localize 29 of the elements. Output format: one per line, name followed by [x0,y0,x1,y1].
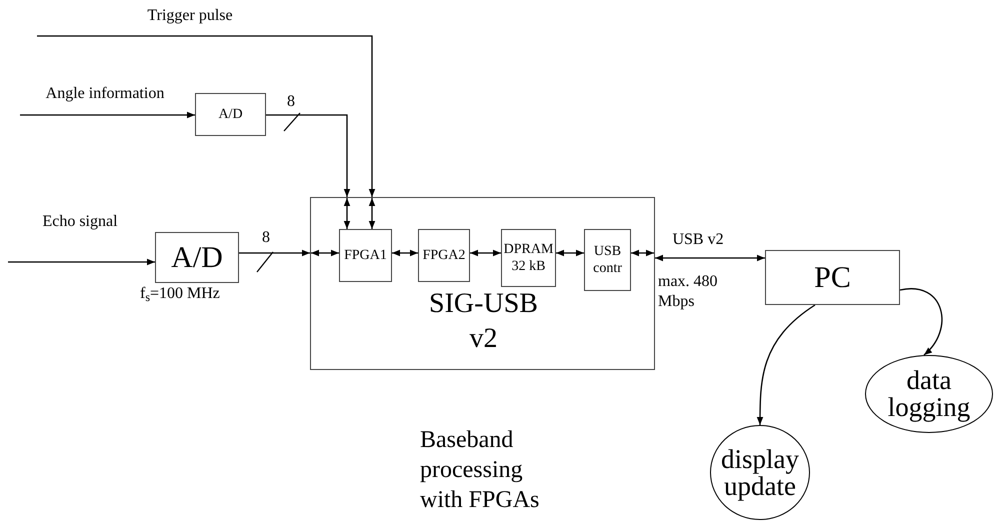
arrow [239,250,310,256]
board-box [310,197,655,370]
arrow [756,304,816,425]
computer-box: PC [765,250,900,305]
task-ellipse: display update [710,425,810,520]
arrow [20,112,195,118]
double-arrow [368,198,376,229]
arrow [8,258,155,266]
double-arrow [556,250,584,256]
caption-text: Baseband processing with FPGAs [420,426,540,515]
double-arrow [392,250,418,256]
board-title: SIG-USB v2 [428,287,539,356]
double-arrow [655,254,765,262]
double-arrow [470,250,501,256]
double-arrow [311,250,339,256]
chip-box: FPGA1 [339,229,392,282]
sampling-rate-text: f$_{s}$=100 MHz [140,284,221,304]
arrow [266,114,350,197]
throughput-text: max. 480 Mbps [658,272,719,312]
task-ellipse: data logging [865,355,993,433]
arrow [37,35,376,197]
converter-box: A/D [195,93,266,136]
double-arrow [631,250,654,256]
double-arrow [344,198,350,229]
arrow [900,288,942,356]
converter-box: A/D [155,232,239,283]
controller-box: USB contr [584,229,631,291]
memory-box: DPRAM 32 kB [501,229,556,287]
chip-box: FPGA2 [418,229,470,282]
